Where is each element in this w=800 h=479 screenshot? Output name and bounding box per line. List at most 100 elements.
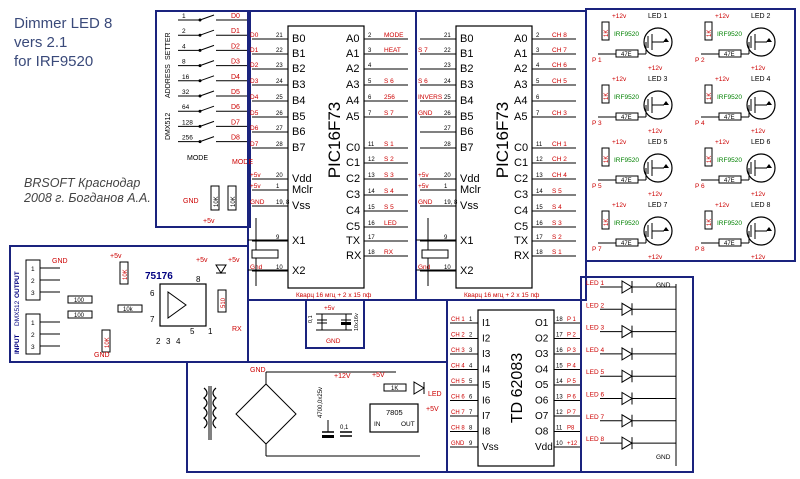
mosfet-led-6: LED 6 bbox=[751, 139, 771, 146]
decoupling-block: +5v 0,1 10x16v GND bbox=[305, 299, 365, 349]
mcu2-pin-rx: RX bbox=[514, 250, 530, 262]
led-label-4: LED 4 bbox=[586, 347, 604, 354]
mcu1-pin-b3: B3 bbox=[292, 79, 305, 91]
mcu2-pin-a0: A0 bbox=[514, 33, 527, 45]
driver-in-net-6: CH 7 bbox=[451, 410, 465, 416]
decoupling-c2: 10x16v bbox=[354, 313, 360, 331]
mcu2-net-r-5: CH 3 bbox=[552, 110, 567, 117]
mosfet-vcc-7: +12v bbox=[612, 202, 627, 209]
mcu2-pin-num-l-11: 9 bbox=[444, 235, 448, 241]
led-label-8: LED 8 bbox=[586, 436, 604, 443]
driver-out-o1: O1 bbox=[535, 318, 549, 329]
driver-out-o2: O2 bbox=[535, 334, 549, 345]
title-line-2: vers 2.1 bbox=[14, 34, 68, 51]
mosfet-vcc-bottom-6: +12v bbox=[751, 191, 766, 198]
driver-in-num-2: 3 bbox=[469, 348, 473, 354]
mcu1-pin-num-l-9: 1 bbox=[276, 184, 280, 190]
mcu1-pin-num-l-6: 27 bbox=[276, 126, 283, 132]
dmx-chip-pin-5: 5 bbox=[190, 327, 195, 336]
dmx-r10k-pulldown: 10K bbox=[105, 337, 111, 348]
mcu1-pin-num-l-12: 10 bbox=[276, 265, 283, 271]
mosfet-part-1: IRF9520 bbox=[614, 31, 639, 38]
mcu2-net-l-1: S 7 bbox=[418, 47, 428, 54]
dip-output-0: D0 bbox=[231, 13, 240, 20]
mcu2-pin-a5: A5 bbox=[514, 111, 527, 123]
mcu1-pin-a4: A4 bbox=[346, 95, 359, 107]
mcu2-pin-c2: C2 bbox=[514, 173, 528, 185]
power-regulator: 7805 bbox=[386, 408, 403, 417]
mcu2-net-r-10: S 4 bbox=[552, 204, 562, 211]
mcu1-net-r-13: RX bbox=[384, 249, 394, 256]
dmx-chip-pin-1: 1 bbox=[208, 327, 213, 336]
mcu1-pin-num-r-12: 17 bbox=[368, 235, 375, 241]
dmx-vcc-1: +5v bbox=[110, 253, 122, 260]
driver-out-o7: O7 bbox=[535, 411, 549, 422]
mode-switch-label: MODE bbox=[187, 155, 208, 162]
mcu2-pin-b4: B4 bbox=[460, 95, 473, 107]
mcu1-pin-vss: Vss bbox=[292, 200, 311, 212]
mcu2-pin-tx: TX bbox=[514, 235, 529, 247]
mcu1-pin-c4: C4 bbox=[346, 205, 360, 217]
mcu1-pin-b1: B1 bbox=[292, 48, 305, 60]
driver-in-net-7: CH 8 bbox=[451, 426, 465, 432]
mcu2-net-l-8: +5v bbox=[418, 172, 429, 179]
mosfet-p-3: P 3 bbox=[592, 120, 602, 127]
mcu1-pin-b0: B0 bbox=[292, 33, 305, 45]
mosfet-vcc-4: +12v bbox=[715, 76, 730, 83]
driver-out-num-6: 12 bbox=[556, 410, 563, 416]
mcu1-pin-c0: C0 bbox=[346, 142, 360, 154]
mcu2-pin-num-r-1: 3 bbox=[536, 48, 540, 54]
mcu2-net-l-12: Gnd bbox=[418, 264, 431, 271]
mcu1-net-l-0: D0 bbox=[250, 32, 259, 39]
led-gnd-bottom: GND bbox=[656, 454, 671, 461]
driver-out-net-6: P 7 bbox=[567, 410, 577, 416]
mcu2-pin-num-r-9: 14 bbox=[536, 189, 543, 195]
mcu1-pin-num-l-4: 25 bbox=[276, 95, 283, 101]
mosfet-vcc-3: +12v bbox=[612, 76, 627, 83]
mcu2-pin-num-r-13: 18 bbox=[536, 250, 543, 256]
dip-output-2: D2 bbox=[231, 43, 240, 50]
mcu1-net-r-4: 256 bbox=[384, 94, 395, 101]
mcu1-pin-num-r-2: 4 bbox=[368, 63, 372, 69]
mcu2-pin-num-l-4: 25 bbox=[444, 95, 451, 101]
setter-resistor-2: 10K bbox=[231, 196, 237, 207]
mcu2-pin-x2: X2 bbox=[460, 265, 473, 277]
driver-in-num-5: 6 bbox=[469, 395, 473, 401]
driver-in-i6: I6 bbox=[482, 396, 491, 407]
mcu2-pin-b3: B3 bbox=[460, 79, 473, 91]
dmx-chip-pin-7: 7 bbox=[150, 315, 155, 324]
mosfet-vcc-8: +12v bbox=[715, 202, 730, 209]
mosfet-rseries-2: 47E bbox=[724, 52, 735, 58]
mosfet-part-3: IRF9520 bbox=[614, 94, 639, 101]
mcu1-net-r-8: S 3 bbox=[384, 172, 394, 179]
dmx-output-label: OUTPUT bbox=[14, 271, 21, 298]
led-label-2: LED 2 bbox=[586, 302, 604, 309]
dmx-conn-pin-2: 3 bbox=[31, 290, 35, 297]
driver-in-i8: I8 bbox=[482, 427, 491, 438]
dmx-gnd-bottom: GND bbox=[94, 352, 110, 359]
mcu1-net-r-3: S 6 bbox=[384, 78, 394, 85]
mcu2-net-r-8: CH 4 bbox=[552, 172, 567, 179]
title-line-1: Dimmer LED 8 bbox=[14, 15, 113, 32]
mcu1-pin-num-r-11: 16 bbox=[368, 221, 375, 227]
mosfet-p-6: P 6 bbox=[695, 183, 705, 190]
mcu2-pin-num-l-2: 23 bbox=[444, 63, 451, 69]
mcu1-pin-b5: B5 bbox=[292, 111, 305, 123]
mcu2-pin-c3: C3 bbox=[514, 189, 528, 201]
mcu2-net-r-2: CH 6 bbox=[552, 62, 567, 69]
mcu2-pin-b5: B5 bbox=[460, 111, 473, 123]
mcu2-pin-num-l-0: 21 bbox=[444, 33, 451, 39]
dmx-conn-pin-3: 1 bbox=[31, 320, 35, 327]
mcu2-pin-mclr: Mclr bbox=[460, 184, 481, 196]
power-reg-out: OUT bbox=[401, 421, 415, 428]
mcu1-net-l-8: +5v bbox=[250, 172, 261, 179]
mosfet-vcc-5: +12v bbox=[612, 139, 627, 146]
mcu1-pin-b2: B2 bbox=[292, 63, 305, 75]
dmx-conn-pin-1: 2 bbox=[31, 278, 35, 285]
mcu2-pin-num-r-4: 6 bbox=[536, 95, 540, 101]
mcu1-pin-c5: C5 bbox=[346, 221, 360, 233]
